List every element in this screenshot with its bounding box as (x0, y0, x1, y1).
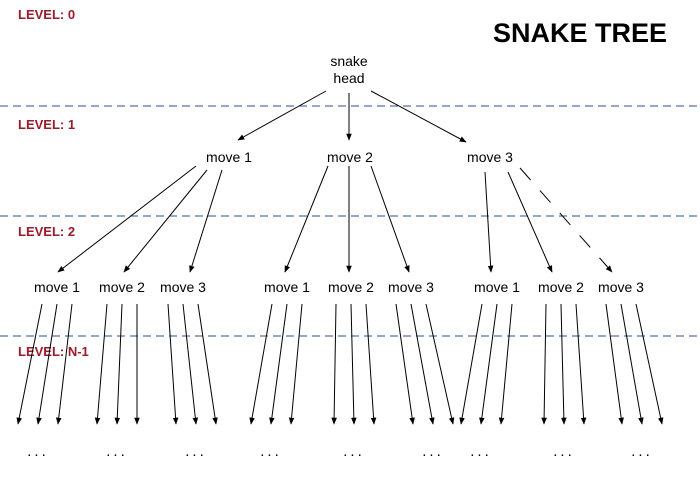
fanout-arrow (197, 303, 218, 425)
level2-node: move 1 (34, 279, 80, 295)
level2-node: move 1 (474, 279, 520, 295)
fanout-arrow (331, 303, 337, 425)
ellipsis-marker: ... (470, 443, 492, 460)
fanout-arrow (288, 303, 303, 425)
fanout-arrow (498, 303, 513, 425)
ellipsis-marker: ... (422, 443, 444, 460)
edge-l1m2-to-l2 (284, 165, 329, 273)
fanout-arrow (395, 303, 415, 425)
fanout-arrow (55, 303, 73, 425)
fanout-arrow (16, 303, 43, 425)
level1-node-move-1: move 1 (206, 149, 252, 165)
ellipsis-markers: ........................... (27, 443, 653, 460)
ellipsis-marker: ... (27, 443, 49, 460)
fanout-arrow (36, 303, 58, 425)
level2-node: move 3 (160, 279, 206, 295)
fanout-arrow (94, 303, 108, 425)
level-label-0: LEVEL: 0 (18, 7, 75, 22)
level2-node: move 3 (388, 279, 434, 295)
fanout-arrow (249, 303, 273, 425)
fanout-arrow (167, 303, 179, 425)
fanout-arrow (635, 303, 664, 425)
edge-l1m2-to-l2 (370, 165, 410, 273)
ellipsis-marker: ... (343, 443, 365, 460)
diagram-title: SNAKE TREE (493, 18, 667, 48)
level-label-n-1: LEVEL: N-1 (18, 344, 89, 359)
fanout-arrow (182, 303, 199, 425)
edge-root-to-move-3 (370, 90, 467, 143)
edge-l1m1-to-l2 (189, 169, 223, 273)
level1-node-move-2: move 2 (327, 149, 373, 165)
fanout-arrow (560, 303, 567, 425)
fanout-arrow (350, 303, 357, 425)
fanout-arrow (269, 303, 288, 425)
edge-l1m3-to-l2 (484, 171, 494, 273)
level2-node: move 2 (328, 279, 374, 295)
fanout-arrow (410, 303, 435, 425)
root-node-label-line2: head (333, 70, 364, 86)
fanout-arrow (114, 303, 123, 425)
fanout-arrow (605, 303, 624, 425)
edge-l1m3-to-l2 (507, 171, 553, 273)
fanout-arrow (575, 303, 587, 425)
root-node-label-line1: snake (330, 53, 368, 69)
level1-node-move-3: move 3 (467, 149, 513, 165)
level2-node: move 3 (598, 279, 644, 295)
fanout-arrow (459, 303, 483, 425)
level2-node: move 2 (538, 279, 584, 295)
edge-l1m3-to-l2-dashed (519, 167, 613, 273)
fanout-arrow (479, 303, 498, 425)
level-label-1: LEVEL: 1 (18, 117, 75, 132)
ellipsis-marker: ... (185, 443, 207, 460)
edge-l1m1-to-l2 (57, 165, 197, 273)
fanout-arrow (620, 303, 644, 425)
level2-node: move 1 (264, 279, 310, 295)
ellipsis-marker: ... (631, 443, 653, 460)
ellipsis-marker: ... (553, 443, 575, 460)
ellipsis-marker: ... (106, 443, 128, 460)
fanout-arrow (425, 303, 455, 425)
ellipsis-marker: ... (260, 443, 282, 460)
fanout-arrow (365, 303, 377, 425)
level2-fanout-arrows (16, 303, 664, 425)
fanout-arrow (541, 303, 547, 425)
level2-node: move 2 (99, 279, 145, 295)
edge-l1m1-to-l2 (123, 169, 208, 273)
edge-root-to-move-1 (237, 90, 327, 141)
level-label-2: LEVEL: 2 (18, 224, 75, 239)
